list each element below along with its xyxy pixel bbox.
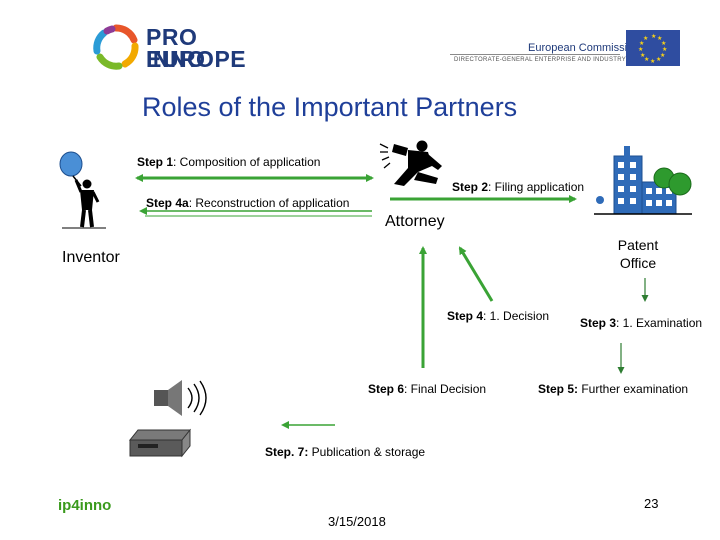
step1-text: Step 1: Composition of application xyxy=(137,155,321,169)
svg-text:★: ★ xyxy=(662,46,667,53)
ec-divider xyxy=(450,54,620,55)
eu-flag-icon: ★★★ ★★★ ★★★ ★★★ xyxy=(626,30,680,66)
step6-text: Step 6: Final Decision xyxy=(368,382,487,396)
svg-text:★: ★ xyxy=(660,52,665,59)
attorney-icon xyxy=(379,140,442,186)
patent-office-label: Patent Office xyxy=(612,236,664,272)
logo-line2: EUROPE xyxy=(146,46,247,72)
pro-inno-europe-logo: PRO INNO EUROPE xyxy=(92,24,262,72)
inventor-icon xyxy=(59,151,106,229)
attorney-label: Attorney xyxy=(385,213,445,230)
drive-icon xyxy=(128,428,192,458)
svg-text:★: ★ xyxy=(656,56,661,63)
svg-text:★: ★ xyxy=(639,40,644,47)
european-commission-logo: European Commission DIRECTORATE-GENERAL … xyxy=(450,30,682,68)
inventor-label: Inventor xyxy=(62,249,120,266)
logo-line1: PRO INNO xyxy=(146,24,206,72)
svg-text:★: ★ xyxy=(644,56,649,63)
page-title: Roles of the Important Partners xyxy=(142,92,518,122)
svg-text:★: ★ xyxy=(657,35,662,42)
svg-text:★: ★ xyxy=(638,46,643,53)
svg-text:★: ★ xyxy=(643,35,648,42)
footer-brand: ip4inno xyxy=(58,497,112,514)
step2-text: Step 2: Filing application xyxy=(452,180,585,194)
patent-office-building-icon xyxy=(594,146,692,215)
ec-subtitle: DIRECTORATE-GENERAL ENTERPRISE AND INDUS… xyxy=(454,57,627,63)
svg-text:★: ★ xyxy=(651,33,656,40)
step4-text: Step 4: 1. Decision xyxy=(447,309,550,323)
svg-text:★: ★ xyxy=(661,40,666,47)
publication-storage-icon xyxy=(128,380,207,458)
patent-office-label-line1: Patent xyxy=(617,237,659,253)
ec-name: European Commission xyxy=(528,42,640,54)
svg-text:★: ★ xyxy=(650,58,655,65)
footer-date: 3/15/2018 xyxy=(328,514,386,529)
logo-ring-icon xyxy=(93,24,139,70)
patent-office-label-line2: Office xyxy=(619,255,657,271)
step5-text: Step 5: Further examination xyxy=(538,382,689,396)
speaker-icon xyxy=(154,380,207,416)
step4a-text: Step 4a: Reconstruction of application xyxy=(146,196,350,210)
step7-text: Step. 7: Publication & storage xyxy=(265,445,426,459)
page-number: 23 xyxy=(644,496,659,511)
step3-text: Step 3: 1. Examination xyxy=(580,316,703,330)
step4-arrow xyxy=(458,246,494,302)
svg-text:★: ★ xyxy=(640,52,645,59)
